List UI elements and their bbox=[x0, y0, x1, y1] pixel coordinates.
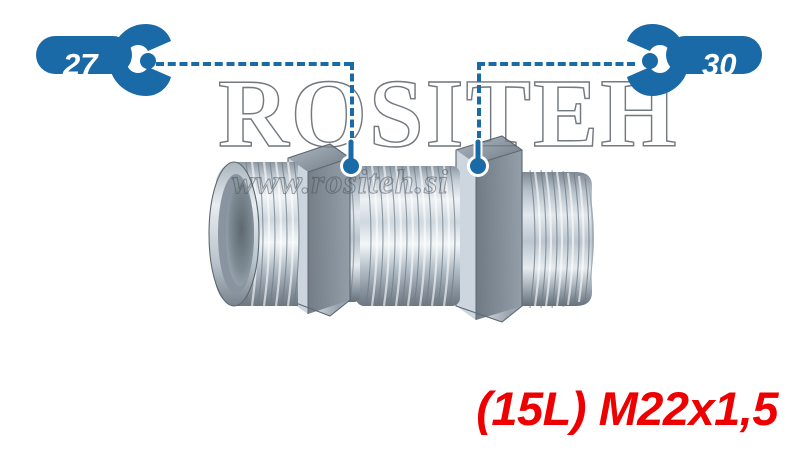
leader-line-left-vertical bbox=[350, 62, 354, 162]
leader-line-left-horizontal bbox=[156, 62, 352, 66]
pin-marker-icon-right bbox=[466, 138, 490, 178]
wrench-icon bbox=[36, 24, 171, 96]
leader-line-right-horizontal bbox=[477, 62, 635, 66]
leader-line-right-vertical bbox=[477, 62, 481, 162]
callout-right-wrench-30[interactable]: 30 bbox=[626, 22, 762, 108]
wrench-icon bbox=[627, 24, 762, 96]
callout-left-value: 27 bbox=[63, 47, 98, 82]
fitting-illustration bbox=[200, 110, 600, 335]
product-spec-label: (15L) M22x1,5 bbox=[476, 382, 778, 435]
pin-marker-icon-left bbox=[339, 138, 363, 178]
callout-right-value: 30 bbox=[702, 47, 737, 82]
callout-left-wrench-27[interactable]: 27 bbox=[36, 22, 172, 108]
